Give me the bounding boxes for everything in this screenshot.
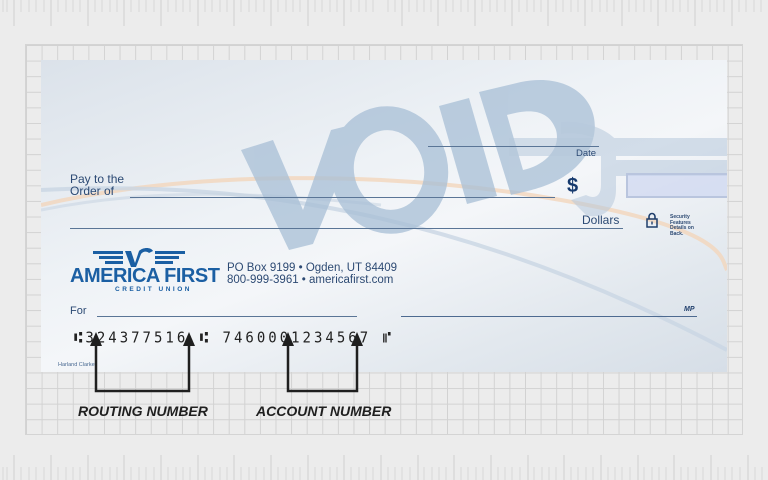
address-line2: 800-999-3961 • americafirst.com [227, 274, 394, 286]
dollar-sign: $ [567, 175, 579, 197]
top-ruler [2, 0, 762, 26]
eagle-watermark [509, 121, 727, 217]
routing-open-symbol: ⑆ [74, 329, 86, 347]
printer-name: Harland Clarke [58, 362, 95, 368]
routing-number-label: ROUTING NUMBER [78, 403, 208, 419]
bank-name: AMERICA FIRST [70, 265, 220, 287]
check: Date Pay to the Order of $ Dollars Secur… [41, 60, 727, 372]
memo-line[interactable] [97, 316, 357, 317]
lock-icon [646, 212, 658, 228]
signature-line[interactable] [401, 316, 697, 317]
mp-mark: MP [684, 306, 695, 313]
routing-number: 324377516 [85, 329, 189, 347]
check-background-art [41, 80, 727, 352]
pay-to-label-line2: Order of [70, 184, 115, 198]
micr-line: ⑆324377516 ⑆ 7460001234567 ⑈ [74, 329, 394, 347]
account-number-label: ACCOUNT NUMBER [256, 403, 392, 419]
date-line [428, 146, 599, 147]
account-number: 7460001234567 [222, 329, 372, 347]
void-watermark [241, 80, 595, 250]
pay-to-label: Pay to the Order of [70, 173, 124, 197]
bottom-ruler [2, 455, 763, 480]
for-label: For [70, 305, 87, 317]
bank-address: PO Box 9199 • Ogden, UT 84409 800-999-39… [227, 262, 397, 286]
dollars-label: Dollars [582, 213, 620, 227]
on-us-symbol: ⑈ [382, 329, 394, 347]
amount-box[interactable] [626, 173, 727, 198]
address-line1: PO Box 9199 • Ogden, UT 84409 [227, 262, 398, 274]
security-features-note: Security Features Details on Back. [670, 214, 694, 237]
date-label: Date [576, 148, 597, 159]
pay-to-label-line1: Pay to the [70, 172, 125, 186]
amount-words-line[interactable] [70, 228, 623, 229]
payee-line[interactable] [130, 197, 555, 198]
bank-subtitle: CREDIT UNION [115, 286, 192, 293]
routing-close-symbol: ⑆ [199, 329, 212, 347]
eagle-logo-icon [93, 248, 185, 267]
